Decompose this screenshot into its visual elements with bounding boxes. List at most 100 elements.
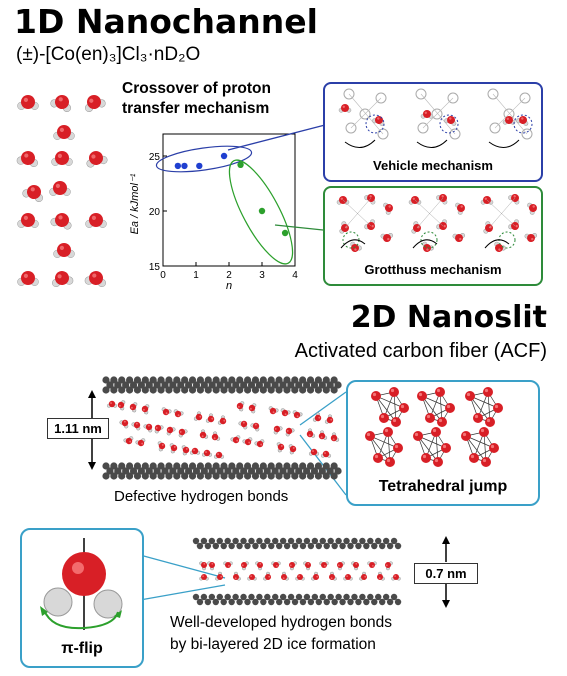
carbon-atom (196, 462, 204, 470)
carbon-atom (306, 472, 315, 480)
carbon-atom (314, 386, 322, 394)
ligand-ring (449, 128, 461, 140)
carbon-atom (129, 467, 138, 475)
carbon-atom (378, 542, 386, 550)
carbon-atom (220, 542, 227, 550)
carbon-atom (259, 462, 267, 470)
water-molecule (199, 561, 207, 571)
carbon-atom (303, 381, 311, 389)
carbon-atom (153, 467, 161, 475)
carbon-atom (275, 462, 283, 470)
carbon-atom (102, 376, 110, 384)
carbon-atom (102, 472, 110, 480)
water-molecule (319, 561, 329, 568)
carbon-atom (306, 462, 315, 470)
carbon-atom (310, 381, 319, 389)
oxygen-atom (461, 431, 471, 441)
water-molecule (318, 430, 328, 440)
carbon-atom (287, 593, 295, 601)
water-molecule (383, 202, 393, 215)
carbon-atom (224, 537, 231, 545)
water-molecule (263, 571, 271, 581)
water-molecule (230, 435, 241, 444)
carbon-atom (208, 537, 216, 545)
water-molecule (268, 406, 279, 415)
carbon-atom (367, 537, 374, 545)
oxygen-atom (465, 391, 475, 401)
carbon-atom (196, 376, 204, 384)
carbon-atom (331, 598, 338, 606)
water-molecule (143, 423, 153, 433)
carbon-atom (216, 537, 223, 545)
carbon-atom (173, 386, 181, 394)
carbon-atom (153, 381, 161, 389)
y-tick-label: 15 (149, 262, 161, 273)
carbon-atom (177, 467, 185, 475)
carbon-atom (326, 381, 334, 389)
carbon-atom (339, 542, 346, 550)
data-point-blue (220, 152, 228, 160)
carbon-atom (208, 467, 216, 475)
carbon-atom (314, 472, 322, 480)
carbon-atom (382, 537, 390, 545)
green-ellipse (228, 159, 294, 265)
oxygen-atom (365, 431, 375, 441)
carbon-atom (236, 462, 244, 470)
carbon-atom (367, 593, 374, 601)
carbon-atom (212, 376, 220, 384)
water-molecule (166, 426, 176, 436)
carbon-atom (165, 472, 173, 480)
carbon-atom (212, 472, 220, 480)
hop-arrow (344, 139, 376, 148)
carbon-atom (106, 381, 114, 389)
carbon-atom (244, 386, 252, 394)
carbon-atom (118, 386, 126, 394)
oxygen-atom (385, 457, 395, 467)
ligand-ring (345, 122, 357, 134)
water-molecule (242, 437, 253, 446)
vehicle-diagram (338, 88, 533, 148)
carbon-atom (351, 593, 358, 601)
carbon-atom (283, 472, 291, 480)
carbon-atom (216, 381, 224, 389)
carbon-atom (133, 472, 142, 480)
water-molecule (201, 449, 213, 457)
carbon-atom (283, 386, 291, 394)
water-molecule (288, 444, 297, 455)
carbon-atom (390, 593, 398, 601)
water-molecule (86, 151, 108, 168)
carbon-atom (126, 472, 134, 480)
carbon-atom (220, 386, 228, 394)
water-molecule (135, 438, 146, 447)
oxygen-atom (393, 443, 403, 453)
carbon-atom (351, 537, 358, 545)
carbon-atom (181, 462, 189, 470)
title-2d-nanoslit: 2D Nanoslit (350, 300, 547, 335)
carbon-atom (339, 598, 346, 606)
carbon-atom (236, 542, 243, 550)
carbon-atom (287, 381, 295, 389)
water-molecule (527, 202, 537, 215)
carbon-atom (268, 542, 275, 550)
carbon-atom (133, 462, 142, 470)
carbon-atom (240, 467, 248, 475)
water-molecule (350, 241, 362, 252)
tetrahedral-jump-panel: Tetrahedral jump (346, 380, 540, 506)
carbon-atom (204, 462, 212, 470)
carbon-atom (326, 467, 334, 475)
x-tick-label: 0 (160, 270, 166, 281)
carbon-atom (260, 542, 267, 550)
carbon-atom (200, 467, 208, 475)
data-point-green (281, 229, 289, 237)
carbon-atom (287, 467, 295, 475)
oxygen-atom (485, 417, 495, 427)
carbon-atom (248, 537, 255, 545)
oxygen-atom (389, 387, 399, 397)
oxygen-atom (473, 413, 483, 423)
oxygen-atom (371, 391, 381, 401)
water-molecule (129, 402, 138, 413)
carbon-atom (165, 376, 173, 384)
water-molecule (276, 442, 285, 453)
carbon-atom (145, 467, 153, 475)
carbon-atom (106, 467, 114, 475)
